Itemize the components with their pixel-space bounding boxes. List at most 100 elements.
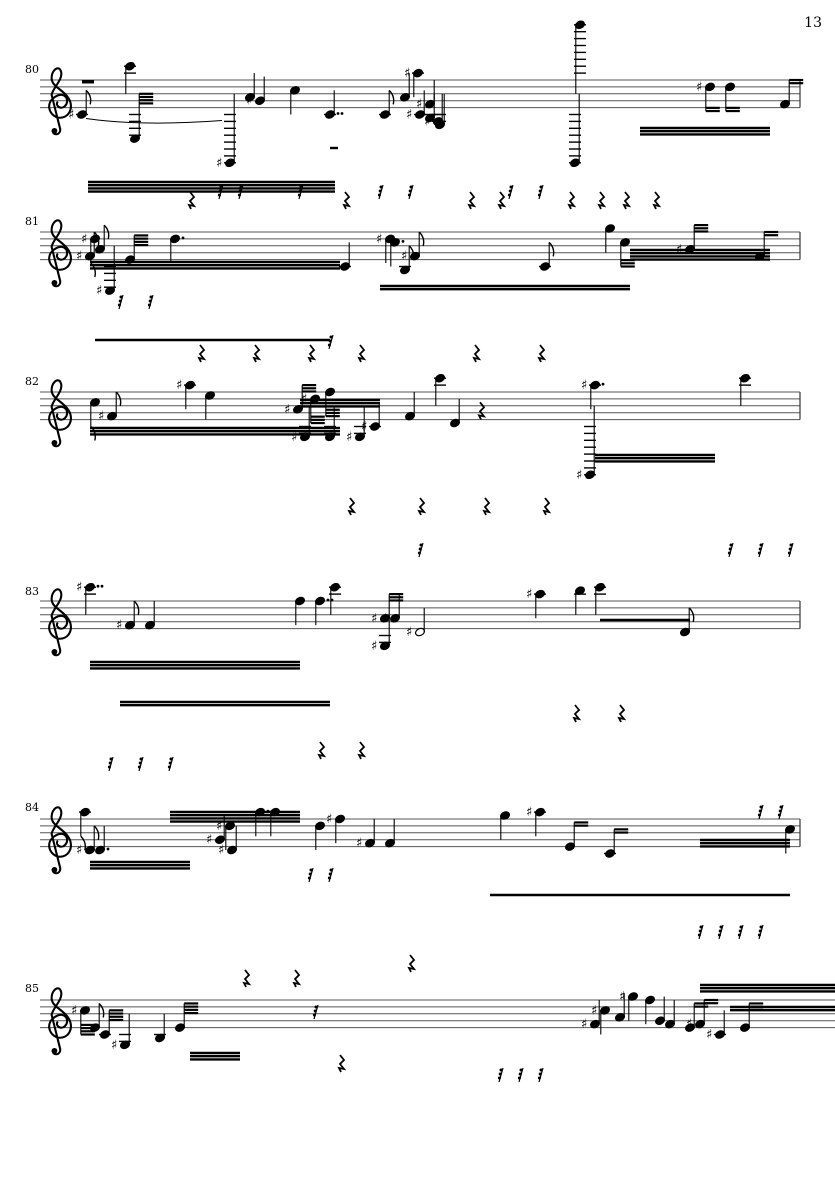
- quarter-rest-icon: [307, 344, 317, 363]
- flag-rest-dot: [788, 547, 792, 551]
- sharp-icon: ♯: [218, 843, 224, 858]
- augmentation-dot: [100, 584, 104, 588]
- clef-dot: [51, 648, 58, 655]
- flag-rest-dot: [408, 189, 412, 193]
- sharp-icon: ♯: [284, 402, 290, 417]
- sharp-icon: ♯: [416, 97, 422, 112]
- flag-rest-dot: [538, 189, 542, 193]
- sharp-icon: ♯: [371, 611, 377, 626]
- sharp-icon: ♯: [686, 1017, 692, 1032]
- quarter-rest-icon: [597, 191, 607, 210]
- quarter-rest-icon: [187, 191, 197, 210]
- flag-rest-dot: [757, 933, 761, 937]
- sharp-icon: ♯: [381, 611, 387, 626]
- sharp-icon: ♯: [76, 249, 82, 264]
- flag: [93, 825, 100, 841]
- flag-rest-dot: [237, 193, 241, 197]
- sharp-icon: ♯: [71, 1003, 77, 1018]
- sharp-icon: ♯: [526, 587, 532, 602]
- sharp-icon: ♯: [68, 108, 74, 123]
- quarter-rest-icon: [537, 344, 547, 363]
- flag-rest-dot: [719, 925, 723, 929]
- flag-rest-dot: [118, 299, 122, 303]
- augmentation-dot: [340, 112, 344, 115]
- flag-rest-dot: [329, 868, 333, 872]
- sharp-icon: ♯: [176, 378, 182, 393]
- treble-clef-icon: [48, 67, 72, 136]
- quarter-rest-icon: [342, 191, 352, 210]
- flag-rest-dot: [729, 543, 733, 547]
- flag-rest-dot: [139, 757, 143, 761]
- whole-rest-icon: [82, 80, 94, 84]
- flag-rest-dot: [299, 185, 303, 189]
- flag-rest-dot: [507, 193, 511, 197]
- flag-rest-dot: [757, 813, 761, 817]
- quarter-rest-icon: [347, 497, 357, 516]
- quarter-rest-icon: [407, 954, 417, 973]
- sharp-icon: ♯: [291, 430, 297, 445]
- quarter-rest-icon: [337, 1054, 347, 1073]
- treble-clef-icon: [48, 219, 72, 288]
- flag-rest-dot: [518, 1072, 522, 1076]
- clef-dot: [51, 866, 58, 873]
- flag: [388, 89, 395, 105]
- flag-rest-dot: [697, 933, 701, 937]
- quarter-rest-icon: [572, 704, 582, 723]
- staff-system-82: [40, 391, 801, 421]
- sharp-icon: ♯: [581, 378, 587, 393]
- sharp-icon: ♯: [376, 232, 382, 247]
- flag-rest-dot: [717, 933, 721, 937]
- clef-stroke: [48, 379, 72, 448]
- page-number: 13: [804, 15, 822, 31]
- sharp-icon: ♯: [361, 420, 367, 435]
- flag-rest-dot: [167, 765, 171, 769]
- flag: [98, 1002, 105, 1018]
- quarter-rest-icon: [622, 191, 632, 210]
- clef-dot: [51, 127, 58, 134]
- sharp-icon: ♯: [401, 249, 407, 264]
- system-85-notes: ♯♯♯♯♯♯♯: [71, 990, 764, 1053]
- augmentation-dot: [336, 112, 340, 115]
- sharp-icon: ♯: [81, 232, 87, 247]
- system-83-notes: ♯♯♯♯♯♯♯: [76, 580, 695, 654]
- flag-rest-dot: [537, 193, 541, 197]
- flag: [688, 607, 695, 623]
- clef-stroke: [48, 219, 72, 288]
- flag-rest-dot: [138, 761, 142, 765]
- staves: [40, 67, 835, 1056]
- flag-rest-dot: [519, 1068, 523, 1072]
- flag-rest-dot: [698, 929, 702, 933]
- sharp-icon: ♯: [591, 1003, 597, 1018]
- flag-rest-dot: [787, 551, 791, 555]
- flag-rest-dot: [218, 189, 222, 193]
- flag-rest-dot: [378, 189, 382, 193]
- measure-number-81: 81: [25, 215, 39, 228]
- flag-rest-dot: [757, 551, 761, 555]
- flag-rest-dot: [298, 189, 302, 193]
- quarter-rest-icon: [482, 497, 492, 516]
- flag: [103, 224, 110, 240]
- augmentation-dot: [326, 598, 330, 602]
- quarter-rest-icon: [242, 969, 252, 988]
- clef-dot: [51, 1047, 58, 1054]
- flag-rest-dot: [168, 761, 172, 765]
- quarter-rest-icon: [477, 401, 487, 420]
- measure-number-83: 83: [25, 585, 39, 598]
- treble-clef-icon: [48, 588, 72, 657]
- quarter-rest-icon: [472, 344, 482, 363]
- quarter-rest-icon: [417, 497, 427, 516]
- flag-rest-dot: [699, 925, 703, 929]
- flag-rest-dot: [379, 185, 383, 189]
- flag: [133, 600, 140, 616]
- sharp-icon: ♯: [706, 1028, 712, 1043]
- augmentation-dot: [330, 598, 334, 602]
- flag: [408, 245, 415, 260]
- flag-rest-dot: [539, 1068, 543, 1072]
- flag-rest-dot: [779, 805, 783, 809]
- quarter-rest-icon: [567, 191, 577, 210]
- clef-stroke: [48, 67, 72, 136]
- flag: [80, 835, 86, 851]
- flag-rest-dot: [313, 1009, 317, 1013]
- sharp-icon: ♯: [96, 284, 102, 299]
